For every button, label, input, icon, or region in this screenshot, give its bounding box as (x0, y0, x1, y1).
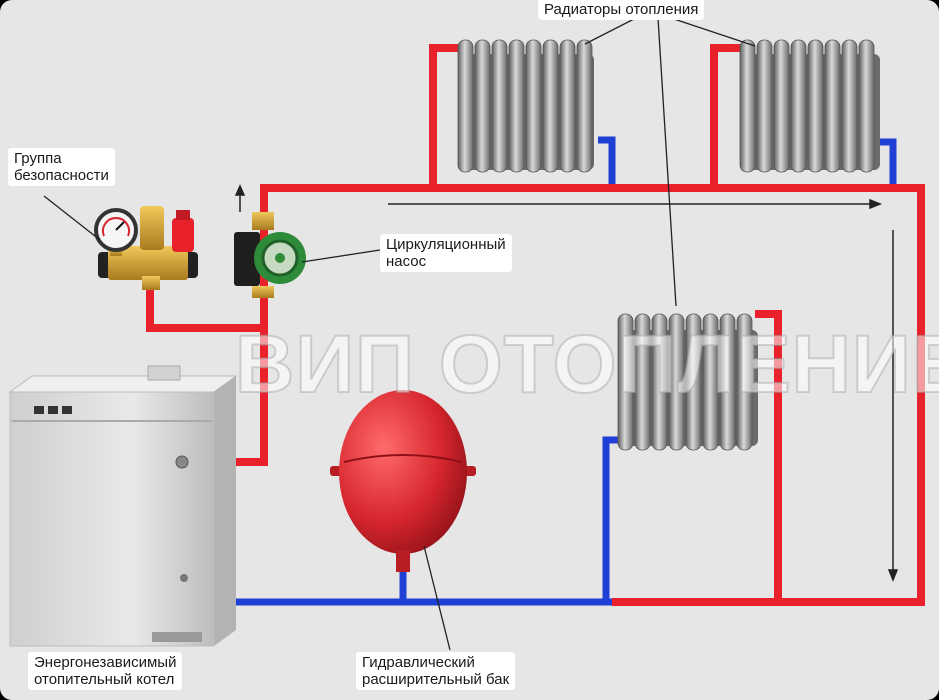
supply-pipe-safety (146, 282, 264, 332)
radiator-1 (457, 39, 594, 173)
supply-pipe-radiator-1 (429, 44, 462, 188)
safety-group (94, 206, 198, 290)
supply-pipe-radiator-3 (755, 310, 782, 602)
label-radiators: Радиаторы отопления (538, 0, 705, 20)
supply-pipe-radiator-2 (710, 44, 742, 188)
radiator-3 (617, 313, 758, 451)
return-pipe-radiator-3 (602, 436, 620, 602)
circulation-pump (234, 212, 306, 298)
boiler (8, 365, 238, 647)
return-pipe-radiator-1 (598, 136, 616, 186)
return-pipe-radiator-2 (880, 138, 897, 186)
label-expansion-tank: Гидравлический расширительный бак (356, 652, 516, 690)
label-safety-group: Группа безопасности (8, 148, 115, 186)
leader-lines (43, 15, 756, 651)
radiator-2 (739, 39, 880, 173)
label-boiler: Энергонезависимый отопительный котел (28, 652, 183, 690)
supply-pipe-top (260, 184, 925, 606)
flow-arrow-icon (234, 184, 899, 583)
label-circulation-pump: Циркуляционный насос (380, 234, 512, 272)
return-pipes (236, 136, 897, 606)
expansion-tank (330, 390, 476, 572)
watermark-text: ВИП ОТОПЛЕНИЕ (234, 318, 939, 411)
pressure-gauge-icon (94, 208, 138, 256)
